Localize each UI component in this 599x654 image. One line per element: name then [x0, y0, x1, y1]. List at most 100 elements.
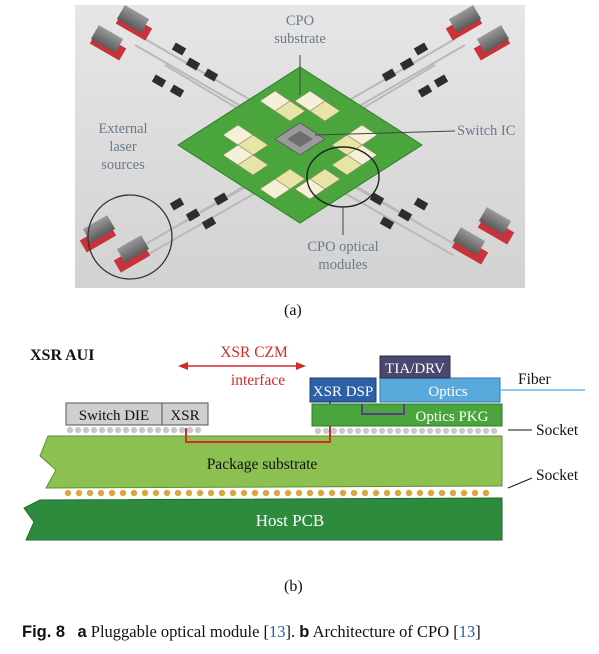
- label-sources: sources: [101, 157, 145, 173]
- solder-ball: [146, 426, 154, 434]
- socket-balls-lower: [64, 489, 490, 497]
- solder-ball: [178, 426, 186, 434]
- cpo-photo: CPO substrate Switch IC External laser s…: [75, 5, 525, 288]
- label-cpo-optical: CPO optical: [307, 239, 378, 255]
- label-laser: laser: [109, 139, 137, 155]
- solder-ball: [330, 427, 338, 435]
- solder-ball: [372, 489, 380, 497]
- solder-ball: [383, 489, 391, 497]
- solder-ball: [170, 426, 178, 434]
- solder-ball: [86, 489, 94, 497]
- solder-ball: [405, 489, 413, 497]
- solder-ball: [207, 489, 215, 497]
- solder-ball: [438, 489, 446, 497]
- solder-ball: [97, 489, 105, 497]
- solder-ball: [154, 426, 162, 434]
- solder-ball: [370, 427, 378, 435]
- solder-ball: [394, 489, 402, 497]
- solder-ball: [98, 426, 106, 434]
- solder-ball: [442, 427, 450, 435]
- solder-ball: [322, 427, 330, 435]
- solder-ball: [466, 427, 474, 435]
- solder-ball: [338, 427, 346, 435]
- xsr-dsp-label: XSR DSP: [313, 384, 373, 400]
- switch-ic-leader: [314, 130, 456, 136]
- solder-ball: [306, 489, 314, 497]
- solder-ball: [471, 489, 479, 497]
- solder-ball: [427, 489, 435, 497]
- caption-end: ]: [475, 622, 481, 641]
- optics-pkg-cavity: [361, 404, 405, 415]
- solder-ball: [108, 489, 116, 497]
- solder-ball: [490, 427, 498, 435]
- label-switch-ic: Switch IC: [457, 123, 515, 139]
- solder-ball: [240, 489, 248, 497]
- diagram-title: XSR AUI: [30, 347, 94, 364]
- caption-mid: ].: [285, 622, 300, 641]
- solder-ball: [314, 427, 322, 435]
- czm-arrow-left: [178, 362, 188, 370]
- caption-ref-1[interactable]: 13: [269, 622, 286, 641]
- solder-ball: [185, 489, 193, 497]
- socket-balls-upper: [66, 426, 498, 435]
- xsr-label: XSR: [170, 408, 199, 424]
- solder-ball: [90, 426, 98, 434]
- solder-ball: [194, 426, 202, 434]
- solder-ball: [138, 426, 146, 434]
- solder-ball: [74, 426, 82, 434]
- laser-source-top-left: [89, 5, 153, 61]
- label-substrate: substrate: [274, 31, 326, 47]
- switch-die-label: Switch DIE: [79, 408, 149, 424]
- socket-bottom-label: Socket: [536, 467, 579, 484]
- caption-a-letter: a: [77, 623, 87, 641]
- package-substrate-label: Package substrate: [207, 456, 318, 473]
- solder-ball: [350, 489, 358, 497]
- laser-source-top-right: [445, 5, 511, 61]
- xsr-block: [161, 402, 209, 426]
- solder-ball: [317, 489, 325, 497]
- solder-ball: [251, 489, 259, 497]
- cpo-optical-modules: [222, 90, 378, 200]
- solder-ball: [273, 489, 281, 497]
- label-cpo: CPO: [286, 13, 314, 29]
- fiber-connectors: [151, 42, 449, 230]
- caption-b-letter: b: [299, 623, 310, 641]
- solder-ball: [119, 489, 127, 497]
- xsr-dsp: [309, 377, 377, 403]
- solder-ball: [410, 427, 418, 435]
- caption-ref-2[interactable]: 13: [458, 622, 476, 641]
- solder-ball: [418, 427, 426, 435]
- solder-ball: [449, 489, 457, 497]
- label-modules: modules: [318, 257, 367, 273]
- socket-top-label: Socket: [536, 422, 579, 439]
- switch-ic-die: [287, 131, 313, 147]
- solder-ball: [130, 426, 138, 434]
- solder-ball: [362, 427, 370, 435]
- optics-pkg-label: Optics PKG: [416, 409, 489, 425]
- solder-ball: [218, 489, 226, 497]
- solder-ball: [130, 489, 138, 497]
- laser-highlight-circle: [87, 194, 173, 280]
- solder-ball: [82, 426, 90, 434]
- solder-ball: [450, 427, 458, 435]
- solder-ball: [482, 489, 490, 497]
- solder-ball: [196, 489, 204, 497]
- solder-ball: [262, 489, 270, 497]
- sublabel-a: (a): [284, 302, 302, 319]
- czm-label: XSR CZM: [220, 344, 288, 361]
- optics-pkg: [311, 403, 503, 427]
- solder-ball: [75, 489, 83, 497]
- solder-ball: [361, 489, 369, 497]
- caption-b-text: Architecture of CPO [: [309, 622, 459, 641]
- host-pcb: [23, 497, 503, 541]
- solder-ball: [106, 426, 114, 434]
- solder-ball: [354, 427, 362, 435]
- solder-ball: [328, 489, 336, 497]
- solder-ball: [122, 426, 130, 434]
- solder-ball: [416, 489, 424, 497]
- solder-ball: [386, 427, 394, 435]
- solder-ball: [346, 427, 354, 435]
- solder-ball: [163, 489, 171, 497]
- sublabel-b: (b): [284, 578, 303, 595]
- solder-ball: [295, 489, 303, 497]
